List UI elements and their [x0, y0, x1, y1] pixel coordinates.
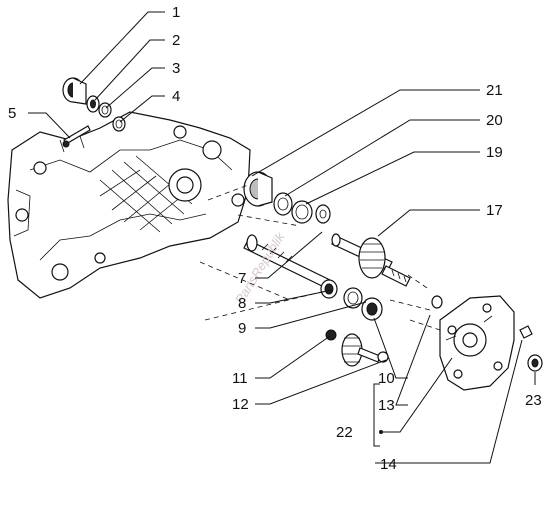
callout-14: 14: [380, 456, 397, 473]
engine-crankcase: [7, 111, 251, 299]
part-19-ring: [291, 200, 331, 224]
part-13-cover: [439, 295, 515, 391]
part-21-bearing: [243, 171, 273, 207]
part-8-ring: [320, 279, 338, 299]
leader-lines: [28, 11, 536, 464]
callout-5: 5: [8, 105, 16, 122]
callout-9: 9: [238, 320, 246, 337]
callout-1: 1: [172, 4, 180, 21]
callout-7: 7: [238, 270, 246, 287]
callout-19: 19: [486, 144, 503, 161]
part-1-bearing: [62, 77, 87, 105]
callout-10: 10: [378, 370, 395, 387]
part-9-bearing: [343, 287, 383, 321]
part-14-bolt: [519, 325, 533, 339]
part-2-ring: [86, 95, 100, 113]
callout-13: 13: [378, 397, 395, 414]
callout-11: 11: [232, 370, 248, 387]
callout-23: 23: [525, 392, 542, 409]
callout-17: 17: [486, 202, 503, 219]
part-17-gear-shaft: [331, 233, 411, 287]
callout-4: 4: [172, 88, 180, 105]
part-5-pin: [62, 125, 91, 148]
callout-12: 12: [232, 396, 249, 413]
callout-3: 3: [172, 60, 180, 77]
callout-21: 21: [486, 82, 503, 99]
part-23-nut: [527, 354, 543, 372]
callout-labels: 1 2 3 4 5 7 8 9 10 11 12 13 14 17 19 20 …: [8, 4, 542, 473]
part-10-dowel: [431, 295, 443, 309]
callout-22: 22: [336, 424, 353, 441]
part-11-gear: [325, 329, 381, 367]
callout-2: 2: [172, 32, 180, 49]
callout-20: 20: [486, 112, 503, 129]
callout-8: 8: [238, 295, 246, 312]
part-20-seal: [273, 192, 293, 216]
